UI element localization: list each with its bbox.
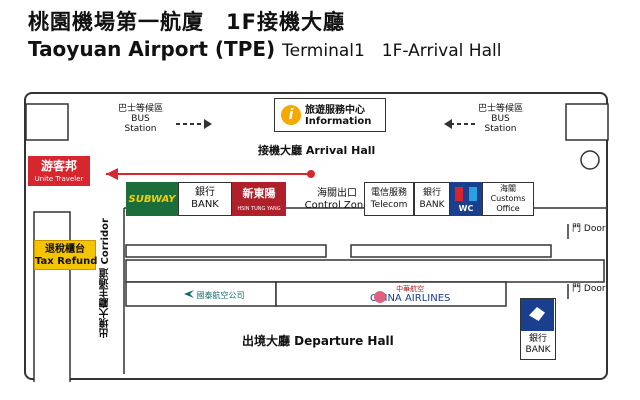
- customs-office-en1: Customs: [490, 194, 526, 203]
- bank3-en: BANK: [525, 345, 551, 355]
- bank-2[interactable]: 銀行 BANK: [414, 182, 450, 216]
- customs-office-label: 海關 Customs Office: [483, 184, 533, 214]
- red-arrow-dot: [307, 170, 315, 178]
- cathay-label: 國泰航空公司: [196, 291, 245, 300]
- info-zh: 旅遊服務中心: [305, 105, 365, 116]
- corridor-label: 出境大廳主通道 Corridor: [100, 218, 111, 338]
- door2-zh: 門: [572, 284, 582, 294]
- bank3-logo-icon: [521, 299, 554, 331]
- telecom-label: 電信服務 Telecom: [365, 187, 413, 211]
- cathay-counter: [125, 281, 277, 307]
- customs-exit: 海關出口 Control Zone: [292, 188, 382, 212]
- bus-arrow-left-head: [204, 119, 212, 129]
- bank1-label: 銀行 BANK: [179, 187, 231, 211]
- hsin-tung-yang-shop[interactable]: 新東陽 HSIN TUNG YANG: [232, 182, 286, 216]
- page-subtitle: Taoyuan Airport (TPE) Terminal1 1F-Arriv…: [28, 36, 501, 61]
- bank2-en: BANK: [419, 200, 445, 210]
- bus-right-en2: Station: [484, 124, 517, 134]
- door2-en: Door: [583, 284, 606, 294]
- unite-en: Unite Traveler: [34, 175, 84, 183]
- bank2-label: 銀行 BANK: [415, 187, 449, 211]
- men-icon: [469, 187, 477, 201]
- arrival-hall-label: 接機大廳 Arrival Hall: [258, 144, 376, 157]
- ci-en: CHINA AIRLINES: [370, 293, 451, 304]
- ci-counter: [275, 281, 507, 307]
- bank1-zh: 銀行: [195, 187, 215, 198]
- customs-exit-en: Control Zone: [304, 200, 370, 211]
- info-en: Information: [305, 116, 372, 127]
- telecom-en: Telecom: [370, 200, 408, 210]
- left-column-block: [33, 211, 71, 382]
- bus-arrow-right-head: [444, 119, 452, 129]
- info-label: 旅遊服務中心 Information: [305, 105, 371, 127]
- bus-left-en2: Station: [124, 124, 157, 134]
- subway-logo: SUBWAY: [128, 194, 176, 205]
- cathay-logo-icon: [184, 290, 194, 298]
- door1-zh: 門: [572, 224, 582, 234]
- bank2-zh: 銀行: [422, 188, 441, 198]
- wc-label: WC: [458, 204, 474, 213]
- counter-band-2: [350, 244, 552, 258]
- wall-block-top-left: [26, 103, 69, 141]
- page-title: 桃園機場第一航廈 1F接機大廳: [28, 10, 345, 34]
- telecom-zh: 電信服務: [370, 188, 407, 198]
- xdy-zh: 新東陽: [242, 187, 276, 200]
- door-2[interactable]: 門 Door: [572, 284, 606, 294]
- bus-right-en1: BUS: [491, 114, 510, 124]
- women-icon: [455, 187, 463, 201]
- subway-shop[interactable]: SUBWAY: [126, 182, 178, 216]
- customs-exit-zh: 海關出口: [317, 188, 357, 199]
- bank3-label: 銀行 BANK: [521, 334, 555, 356]
- customs-office[interactable]: 海關 Customs Office: [482, 182, 534, 216]
- customs-office-en2: Office: [496, 204, 520, 213]
- restroom[interactable]: WC: [450, 182, 482, 216]
- china-airlines: 中華航空 CHINA AIRLINES: [370, 285, 451, 304]
- door1-en: Door: [583, 224, 606, 234]
- tax-refund-zh: 退稅櫃台: [45, 244, 85, 255]
- tax-refund-counter[interactable]: 退稅櫃台 Tax Refund: [34, 240, 98, 270]
- unite-traveler-booth[interactable]: 游客邦 Unite Traveler: [28, 156, 90, 186]
- pillar-circle: [580, 150, 600, 170]
- bus-left-zh: 巴士等候區: [118, 104, 164, 114]
- bank-3[interactable]: 銀行 BANK: [520, 298, 556, 360]
- tax-refund-en: Tax Refund: [35, 256, 98, 267]
- tax-refund-label: 退稅櫃台 Tax Refund: [35, 244, 98, 268]
- bus-station-right: 巴士等候區 BUS Station: [478, 104, 523, 134]
- wall-block-top-right: [565, 103, 609, 141]
- info-center[interactable]: i 旅遊服務中心 Information: [274, 98, 386, 132]
- red-arrow-head: [106, 168, 118, 180]
- bus-left-en1: BUS: [131, 114, 150, 124]
- info-icon: i: [281, 105, 301, 125]
- xdy-en: HSIN TUNG YANG: [237, 206, 281, 212]
- cathay-pacific: 國泰航空公司: [184, 290, 245, 301]
- customs-office-zh: 海關: [500, 184, 516, 193]
- plum-blossom-icon: [374, 291, 386, 303]
- bus-station-left: 巴士等候區 BUS Station: [118, 104, 163, 134]
- departure-hall-label: 出境大廳 Departure Hall: [242, 334, 394, 348]
- counter-band-1: [125, 244, 327, 258]
- counter-band-3: [125, 259, 605, 283]
- bank1-en: BANK: [191, 199, 219, 210]
- title-en-main: Taoyuan Airport (TPE): [28, 37, 276, 61]
- bus-right-zh: 巴士等候區: [478, 104, 524, 114]
- unite-zh: 游客邦: [40, 159, 77, 173]
- ci-zh: 中華航空: [396, 285, 425, 293]
- door-1[interactable]: 門 Door: [572, 224, 606, 234]
- bank-1[interactable]: 銀行 BANK: [178, 182, 232, 216]
- bank3-zh: 銀行: [528, 334, 547, 344]
- telecom-service[interactable]: 電信服務 Telecom: [364, 182, 414, 216]
- title-en-sub: Terminal1 1F-Arrival Hall: [282, 41, 502, 61]
- bird-shape: [529, 307, 545, 321]
- terminal-map: 巴士等候區 BUS Station 巴士等候區 BUS Station i 旅遊…: [24, 92, 609, 382]
